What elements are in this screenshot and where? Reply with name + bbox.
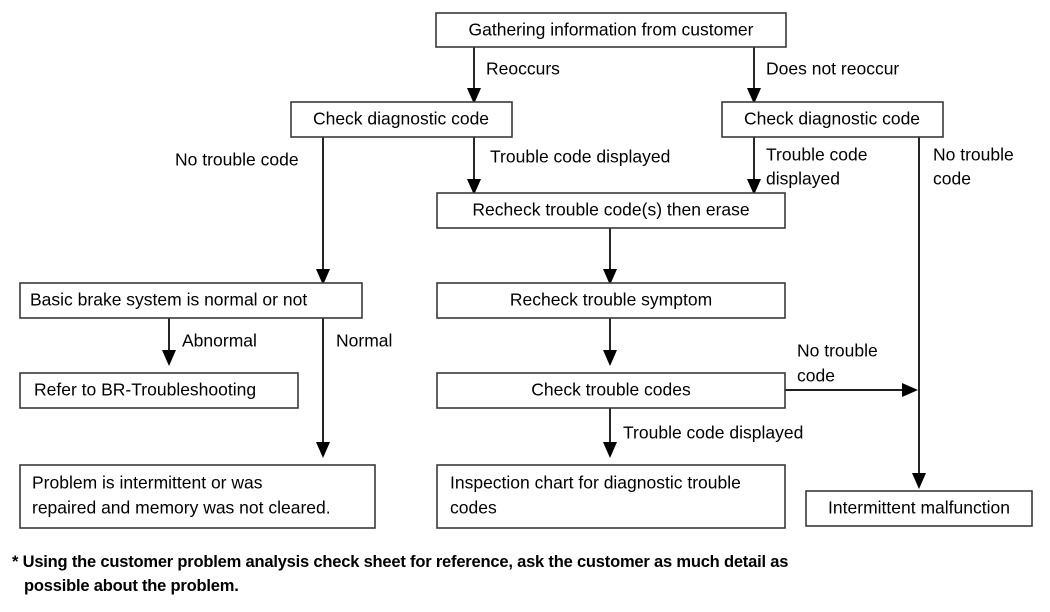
node-label: Recheck trouble symptom — [510, 290, 712, 310]
edge-label-no-trouble-code-mid-line2: code — [797, 366, 835, 386]
node-box — [19, 464, 376, 529]
edge-recheck-symptom-to-check-codes — [603, 318, 617, 366]
node-box — [290, 101, 513, 138]
arrow-head-icon — [603, 269, 617, 285]
node-label: Check diagnostic code — [313, 109, 489, 129]
node-recheck-trouble-symptom[interactable]: Recheck trouble symptom — [436, 282, 786, 319]
node-box — [436, 464, 786, 529]
node-intermittent-malfunction[interactable]: Intermittent malfunction — [805, 490, 1033, 527]
edge-label-trouble-code-displayed-right-line2: displayed — [766, 169, 840, 189]
footnote-line-1: * Using the customer problem analysis ch… — [12, 553, 789, 571]
node-label: Refer to BR-Troubleshooting — [34, 380, 256, 400]
edge-basic-brake-to-refer-br: Abnormal — [162, 318, 257, 366]
footnote-line-2: possible about the problem. — [24, 576, 239, 595]
edge-check-left-to-basic-brake: No trouble code — [175, 137, 330, 285]
footnote: * Using the customer problem analysis ch… — [12, 551, 1022, 599]
node-box — [436, 282, 786, 319]
edge-label-trouble-code-displayed-bottom: Trouble code displayed — [623, 423, 803, 443]
arrow-head-icon — [603, 442, 617, 458]
arrow-head-icon — [162, 350, 176, 366]
edge-label-trouble-code-displayed-right-line1: Trouble code — [766, 145, 868, 165]
node-box — [805, 490, 1033, 527]
node-label-line2: repaired and memory was not cleared. — [32, 498, 331, 518]
arrow-head-icon — [747, 88, 761, 104]
node-inspection-chart[interactable]: Inspection chart for diagnostic trouble … — [436, 464, 786, 529]
node-box — [436, 192, 786, 229]
edge-label-no-trouble-code-left: No trouble code — [175, 150, 299, 170]
edge-check-left-to-recheck-erase: Trouble code displayed — [467, 137, 670, 195]
node-label-line1: Inspection chart for diagnostic trouble — [450, 473, 741, 493]
arrow-head-icon — [902, 383, 918, 397]
node-label: Check diagnostic code — [744, 109, 920, 129]
node-check-diagnostic-code-right[interactable]: Check diagnostic code — [721, 101, 944, 138]
edge-label-abnormal: Abnormal — [182, 331, 257, 351]
node-box — [721, 101, 944, 138]
arrow-head-icon — [747, 179, 761, 195]
node-label: Basic brake system is normal or not — [30, 290, 307, 310]
edge-label-no-trouble-code-mid-line1: No trouble — [797, 341, 878, 361]
edge-label-trouble-code-displayed-left: Trouble code displayed — [490, 147, 670, 167]
node-box — [19, 282, 363, 319]
arrow-head-icon — [316, 269, 330, 285]
edge-check-codes-to-inspection-chart: Trouble code displayed — [603, 408, 803, 458]
node-refer-to-br-troubleshooting[interactable]: Refer to BR-Troubleshooting — [19, 372, 299, 409]
node-box — [19, 372, 299, 409]
edge-label-normal: Normal — [336, 331, 392, 351]
arrow-head-icon — [467, 88, 481, 104]
node-basic-brake-system[interactable]: Basic brake system is normal or not — [19, 282, 363, 319]
node-recheck-trouble-codes-then-erase[interactable]: Recheck trouble code(s) then erase — [436, 192, 786, 229]
edge-recheck-erase-to-recheck-symptom — [603, 228, 617, 285]
node-label: Intermittent malfunction — [828, 498, 1010, 518]
node-label: Gathering information from customer — [469, 20, 754, 40]
node-label: Recheck trouble code(s) then erase — [472, 200, 749, 220]
node-label-line1: Problem is intermittent or was — [32, 473, 263, 493]
edge-label-does-not-reoccur: Does not reoccur — [766, 59, 899, 79]
node-gathering-information[interactable]: Gathering information from customer — [435, 12, 787, 48]
node-label-line2: codes — [450, 498, 497, 518]
node-box — [436, 372, 786, 409]
node-problem-intermittent[interactable]: Problem is intermittent or was repaired … — [19, 464, 376, 529]
edge-gathering-to-check-left: Reoccurs — [467, 46, 560, 104]
edge-basic-brake-to-problem-intermittent: Normal — [316, 318, 392, 458]
node-box — [435, 12, 787, 48]
edge-gathering-to-check-right: Does not reoccur — [747, 46, 899, 104]
edge-check-right-to-recheck-erase: Trouble code displayed — [747, 137, 868, 195]
arrow-head-icon — [316, 442, 330, 458]
arrow-head-icon — [603, 350, 617, 366]
arrow-head-icon — [467, 179, 481, 195]
edge-check-codes-to-intermittent-malfunction: No trouble code — [785, 341, 918, 397]
node-check-trouble-codes[interactable]: Check trouble codes — [436, 372, 786, 409]
edge-label-no-trouble-code-right-line1: No trouble — [933, 145, 1014, 165]
node-label: Check trouble codes — [531, 380, 691, 400]
arrow-head-icon — [912, 473, 926, 489]
node-check-diagnostic-code-left[interactable]: Check diagnostic code — [290, 101, 513, 138]
edge-check-right-to-intermittent-malfunction: No trouble code — [912, 137, 1014, 489]
edge-label-reoccurs: Reoccurs — [486, 59, 560, 79]
edge-label-no-trouble-code-right-line2: code — [933, 169, 971, 189]
